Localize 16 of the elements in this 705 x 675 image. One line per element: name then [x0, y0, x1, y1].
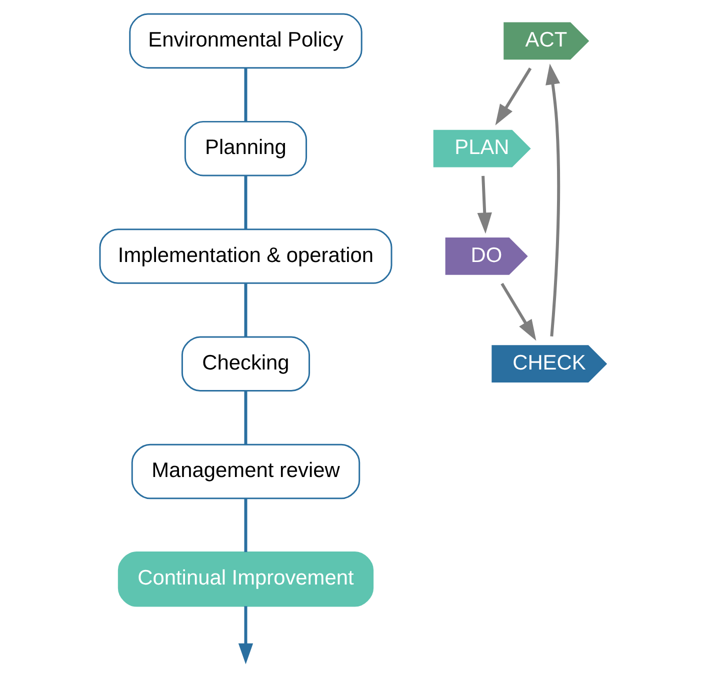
node-box: Implementation & operation: [98, 228, 392, 284]
connector: [244, 284, 247, 337]
node-box: Planning: [184, 120, 307, 176]
node-box: Management review: [130, 444, 360, 500]
arrow: [545, 64, 560, 336]
arrow: [500, 282, 536, 341]
arrow: [476, 176, 492, 234]
arrow: [238, 606, 253, 664]
arrow: [494, 68, 532, 126]
connector: [244, 498, 247, 552]
connector: [244, 391, 247, 444]
node-box: Environmental Policy: [128, 13, 362, 69]
connector: [244, 68, 247, 122]
node-box: Continual Improvement: [117, 551, 374, 607]
connector: [244, 176, 247, 230]
node-box: Checking: [180, 336, 310, 392]
